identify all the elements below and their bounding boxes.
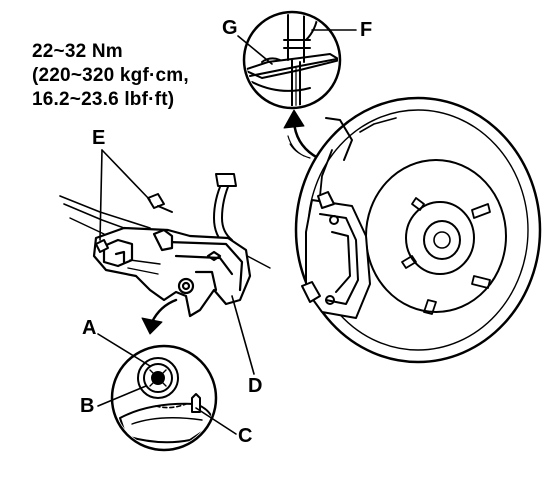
callout-a: A <box>82 317 97 339</box>
leader-d <box>231 295 255 375</box>
callout-d: D <box>248 375 263 397</box>
torque-spec-line-1: 22~32 Nm <box>32 41 123 62</box>
lug-studs <box>401 197 491 315</box>
callout-f: F <box>360 19 373 41</box>
e-bolts <box>95 193 173 253</box>
caliper-body <box>92 226 252 318</box>
detail-circle-bottom <box>110 344 218 452</box>
callout-g: G <box>222 17 238 39</box>
torque-spec: 22~32 Nm (220~320 kgf·cm, 16.2~23.6 lbf·… <box>32 40 189 112</box>
torque-spec-line-3: 16.2~23.6 lbf·ft) <box>32 89 175 110</box>
arrow-to-bottom-detail <box>141 298 178 335</box>
callout-c: C <box>238 425 253 447</box>
arrow-to-top-detail <box>283 109 320 160</box>
callout-e: E <box>92 127 106 149</box>
mounted-caliper-bracket <box>301 191 371 319</box>
detail-circle-top <box>242 10 342 110</box>
callout-b: B <box>80 395 95 417</box>
leader-c <box>195 407 237 435</box>
leader-e <box>99 149 151 241</box>
leader-a <box>97 333 151 367</box>
leader-g <box>237 35 273 65</box>
torque-spec-line-2: (220~320 kgf·cm, <box>32 65 189 86</box>
leader-b <box>97 385 147 407</box>
